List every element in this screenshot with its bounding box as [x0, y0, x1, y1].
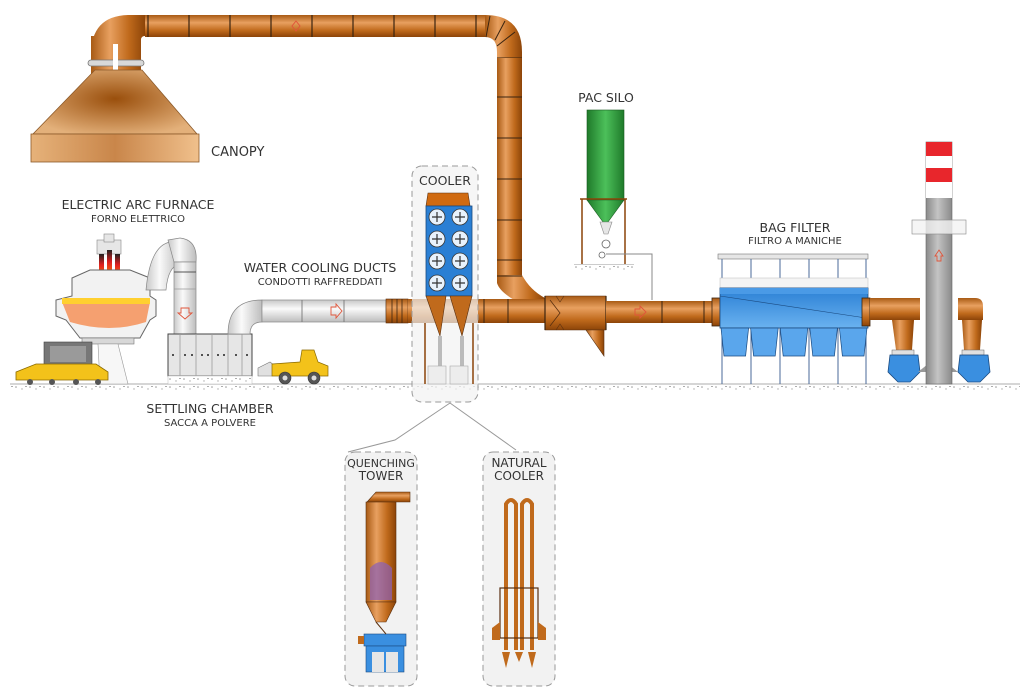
furnace-sublabel: FORNO ELETTRICO	[91, 214, 185, 225]
natural-cooler-label-line2: COOLER	[494, 469, 544, 483]
flow-arrow-icon	[330, 302, 343, 320]
flow-arrow-icon	[634, 304, 647, 320]
bag-filter	[717, 253, 871, 384]
natural-cooler-label-line1: NATURAL	[491, 456, 546, 470]
pac-silo	[574, 109, 653, 300]
furnace-offtake-duct	[145, 237, 197, 335]
bag-filter-hopper	[839, 327, 868, 357]
cooler-fan-icon	[428, 274, 446, 292]
callout-leader-lines	[347, 402, 517, 453]
cooler-label: COOLER	[419, 173, 471, 188]
natural-cooler	[492, 498, 546, 668]
bag-filter-label: BAG FILTER	[760, 220, 831, 235]
cooler-fan-grid	[428, 208, 469, 292]
induced-draft-fans	[870, 298, 991, 383]
quenching-tower-label-line2: TOWER	[358, 469, 404, 483]
cooler-fan-icon	[451, 274, 469, 292]
cooler-fan-icon	[428, 252, 446, 270]
quenching-tower	[358, 491, 411, 673]
water-cooling-ducts	[227, 298, 409, 335]
cooler-fan-icon	[451, 208, 469, 226]
bag-filter-hopper	[720, 327, 749, 357]
settling-chamber	[167, 333, 253, 385]
water-cooling-ducts-label: WATER COOLING DUCTS	[244, 260, 397, 275]
canopy	[30, 44, 200, 163]
cooler-fan-icon	[451, 252, 469, 270]
pac-silo-label: PAC SILO	[578, 90, 634, 105]
cooler-fan-icon	[428, 230, 446, 248]
bag-filter-sublabel: FILTRO A MANICHE	[748, 236, 842, 247]
quenching-tower-label-line1: QUENCHING	[347, 457, 415, 470]
ladle-transfer-car	[15, 341, 109, 385]
cooler-fan-icon	[428, 208, 446, 226]
flow-arrow-icon	[934, 249, 944, 262]
bag-filter-hopper	[750, 327, 779, 357]
flow-arrow-icon	[291, 20, 301, 32]
wheel-loader	[257, 349, 329, 385]
settling-chamber-label: SETTLING CHAMBER	[146, 401, 273, 416]
canopy-label: CANOPY	[211, 145, 264, 160]
cooler	[424, 192, 474, 385]
ground-line	[10, 383, 1020, 394]
water-cooling-ducts-sublabel: CONDOTTI RAFFREDDATI	[258, 277, 383, 288]
bag-filter-hoppers	[720, 327, 868, 357]
bag-filter-hopper	[779, 327, 809, 357]
settling-chamber-sublabel: SACCA A POLVERE	[164, 418, 256, 429]
stack	[911, 141, 967, 385]
natural-cooler-callout	[482, 451, 556, 687]
furnace-label: ELECTRIC ARC FURNACE	[62, 197, 215, 212]
flow-arrow-icon	[176, 307, 194, 320]
electric-arc-furnace	[55, 233, 157, 385]
cooler-fan-icon	[451, 230, 469, 248]
bag-filter-hopper	[809, 327, 838, 357]
